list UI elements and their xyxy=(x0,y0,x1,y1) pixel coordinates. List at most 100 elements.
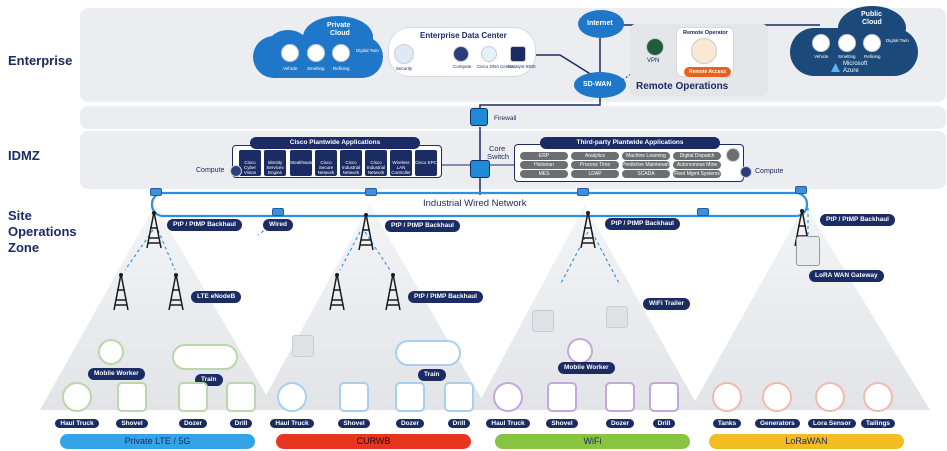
industrial-network-label: Industrial Wired Network xyxy=(423,198,527,209)
compute-icon-left xyxy=(230,165,242,177)
shovel-icon xyxy=(339,382,369,412)
radio-tower-icon xyxy=(580,211,596,249)
device-label: Drill xyxy=(652,419,676,428)
internet-label: Internet xyxy=(587,20,613,27)
trailer-icon-curwb xyxy=(292,335,314,357)
device-dozer[interactable]: Dozer xyxy=(171,382,215,430)
firewall-band xyxy=(80,106,946,129)
private-cloud-item-smelting: Smelting xyxy=(307,66,325,71)
firewall-icon xyxy=(470,108,488,126)
third-party-app-tile[interactable]: Digital Dispatch xyxy=(673,152,721,160)
cisco-app-tile[interactable]: Identity Services Engine xyxy=(264,150,286,176)
lora-gateway-label: LoRA WAN Gateway xyxy=(809,270,884,282)
device-drill[interactable]: Drill xyxy=(219,382,263,430)
azure-label-1: Microsoft xyxy=(843,61,868,67)
network-switch-4 xyxy=(795,186,807,194)
device-drill[interactable]: Drill xyxy=(437,382,481,430)
device-tailings[interactable]: Tailings xyxy=(856,382,900,430)
device-tanks[interactable]: Tanks xyxy=(705,382,749,430)
public-cloud-item-vehicle: Vehicle xyxy=(814,54,829,59)
cisco-app-tile[interactable]: Cisco Industrial Network Director xyxy=(340,150,362,176)
compute-icon xyxy=(453,46,469,62)
haul-truck-icon xyxy=(62,382,92,412)
device-dozer[interactable]: Dozer xyxy=(388,382,432,430)
mobile-worker-label-lte: Mobile Worker xyxy=(88,368,145,380)
cisco-app-tile[interactable]: Cisco Industrial Network Director xyxy=(365,150,387,176)
shovel-icon xyxy=(117,382,147,412)
private-cloud-item-refining: Refining xyxy=(333,66,350,71)
network-switch-5 xyxy=(272,208,284,216)
device-dozer[interactable]: Dozer xyxy=(598,382,642,430)
third-party-app-tile[interactable]: MES xyxy=(520,170,568,178)
third-party-app-tile[interactable]: Autonomous Mine xyxy=(673,161,721,169)
device-haul-truck[interactable]: Haul Truck xyxy=(55,382,99,430)
device-haul-truck[interactable]: Haul Truck xyxy=(270,382,314,430)
remote-operations-title: Remote Operations xyxy=(636,81,729,92)
backhaul-label-curwb-1: PtP / PtMP Backhaul xyxy=(385,220,460,232)
public-cloud-item-smelting: Smelting xyxy=(838,54,856,59)
mobile-worker-icon-wifi xyxy=(567,338,593,364)
core-switch-icon xyxy=(470,160,490,178)
technology-2: CURWB xyxy=(276,434,471,449)
drill-icon xyxy=(226,382,256,412)
cisco-app-tile[interactable]: Cisco Cyber Vision Center xyxy=(239,150,261,176)
refining-icon xyxy=(332,44,350,62)
cisco-app-tile[interactable]: Cisco Secure Network Analytics xyxy=(315,150,337,176)
third-party-app-tile[interactable]: Analytics xyxy=(571,152,619,160)
remote-operator-title: Remote Operator xyxy=(683,30,728,36)
lora-gateway-icon xyxy=(796,236,820,266)
shovel-icon xyxy=(547,382,577,412)
device-shovel[interactable]: Shovel xyxy=(332,382,376,430)
cisco-app-tile[interactable]: Stealthwatch xyxy=(290,150,312,176)
radio-tower-icon xyxy=(113,273,129,311)
security-icon xyxy=(394,44,414,64)
remote-access-badge[interactable]: Remote Access xyxy=(684,67,732,77)
device-drill[interactable]: Drill xyxy=(642,382,686,430)
third-party-app-tile[interactable]: Process Time xyxy=(571,161,619,169)
device-lora-sensor[interactable]: Lora Sensor xyxy=(808,382,856,430)
zone-label-site-3: Zone xyxy=(8,240,40,255)
public-cloud-item-twin: Digital Twin xyxy=(886,38,909,43)
zone-label-site-1: Site xyxy=(8,208,32,223)
device-shovel[interactable]: Shovel xyxy=(110,382,154,430)
device-haul-truck[interactable]: Haul Truck xyxy=(486,382,530,430)
third-party-app-tile[interactable]: LDAP xyxy=(571,170,619,178)
public-smelting-icon xyxy=(838,34,856,52)
device-label: Haul Truck xyxy=(55,419,99,428)
technology-3: WiFi xyxy=(495,434,690,449)
dna-center-icon xyxy=(481,46,497,62)
train-icon-lte xyxy=(172,344,238,370)
core-switch-label-1: Core xyxy=(489,144,506,153)
device-label: Dozer xyxy=(605,419,635,428)
public-vehicle-icon xyxy=(812,34,830,52)
cisco-app-tile[interactable]: Wireless LAN Controller xyxy=(390,150,412,176)
haul-truck-icon xyxy=(277,382,307,412)
drill-icon xyxy=(649,382,679,412)
device-generators[interactable]: Generators xyxy=(755,382,800,430)
network-switch-1 xyxy=(150,188,162,196)
generators-icon xyxy=(762,382,792,412)
third-party-app-tile[interactable]: SCADA xyxy=(622,170,670,178)
radio-tower-icon xyxy=(329,273,345,311)
third-party-app-tile[interactable]: Fleet Mgmt Systems xyxy=(673,170,721,178)
dc-item-security: Security xyxy=(396,66,413,71)
public-cloud-title-2: Cloud xyxy=(862,19,882,26)
cisco-app-tile[interactable]: Cisco EPC xyxy=(415,150,437,176)
wired-label: Wired xyxy=(263,219,293,231)
zone-label-idmz: IDMZ xyxy=(8,148,40,163)
vpn-icon xyxy=(646,38,664,56)
radio-tower-icon xyxy=(168,273,184,311)
third-party-app-tile[interactable]: Machine Learning xyxy=(622,152,670,160)
zone-label-enterprise: Enterprise xyxy=(8,53,73,68)
radio-tower-icon xyxy=(385,273,401,311)
train-label-curwb: Train xyxy=(418,369,446,381)
private-cloud-item-vehicle: Vehicle xyxy=(283,66,298,71)
device-shovel[interactable]: Shovel xyxy=(540,382,584,430)
dozer-icon xyxy=(178,382,208,412)
third-party-app-tile[interactable]: Predictive Maintenance xyxy=(622,161,670,169)
dozer-icon xyxy=(395,382,425,412)
public-cloud-item-refining: Refining xyxy=(864,54,881,59)
third-party-app-tile[interactable]: ERP xyxy=(520,152,568,160)
network-switch-2 xyxy=(365,188,377,196)
third-party-app-tile[interactable]: Historian xyxy=(520,161,568,169)
